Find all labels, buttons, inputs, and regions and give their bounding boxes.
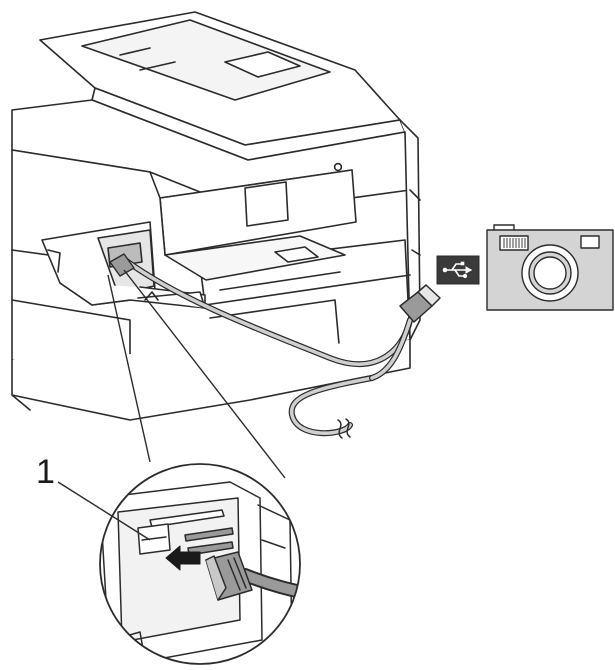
magnified-port-view <box>99 463 301 665</box>
camera-icon <box>486 224 614 311</box>
callout-leader <box>57 481 151 541</box>
usb-icon <box>436 255 480 285</box>
paper-tray <box>164 235 346 281</box>
usb-plug-printer-end <box>109 253 135 277</box>
camera-flash <box>580 235 600 249</box>
magnify-guide-lines <box>107 269 286 479</box>
printer-illustration <box>11 11 421 421</box>
callout-number: 1 <box>36 453 55 491</box>
touch-screen <box>244 181 289 227</box>
usb-plug-camera-end <box>399 284 441 323</box>
camera-lens-inner <box>533 256 567 290</box>
document-tray <box>81 19 331 101</box>
usb-cable <box>122 257 413 439</box>
insert-arrow-icon <box>165 545 201 571</box>
